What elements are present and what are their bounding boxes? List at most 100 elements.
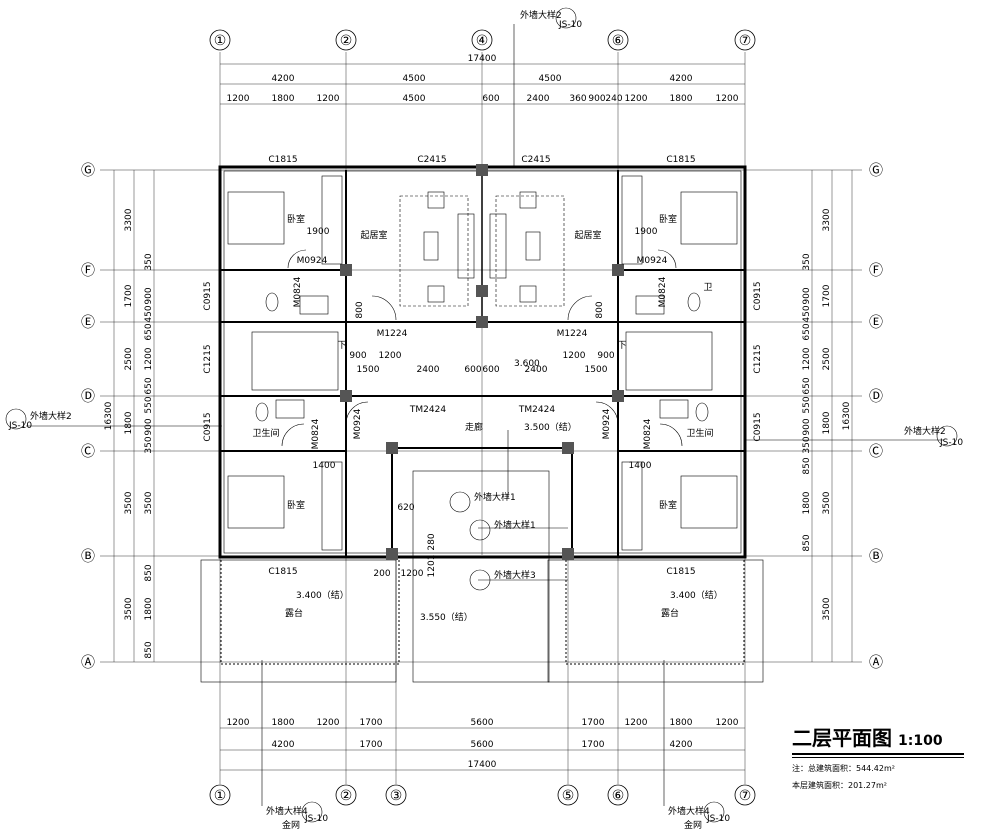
axis-label-1-top: ① xyxy=(214,33,227,49)
stair-down-left: 下 xyxy=(337,341,346,351)
axis-label-2-bottom: ② xyxy=(340,788,353,804)
dim-bottom-small: 1700 xyxy=(582,718,605,728)
columns xyxy=(340,164,624,560)
dim-interior: 600 xyxy=(464,365,481,375)
dim-right-small: 650 xyxy=(802,323,812,340)
callout-bubble xyxy=(469,569,491,591)
callout-bubble xyxy=(936,425,958,447)
dim-right-small: 850 xyxy=(802,457,812,474)
door-swing xyxy=(657,249,677,269)
window-c1215: C1215 xyxy=(753,344,763,373)
title-underline xyxy=(792,753,964,758)
dim-top-small: 240 xyxy=(605,94,622,104)
room-wc-right: 卫生间 xyxy=(686,427,713,439)
column xyxy=(340,264,352,276)
callout-bubble xyxy=(555,7,577,29)
area-note-floor: 本层建筑面积：201.27m² xyxy=(792,781,887,790)
dim-left-small: 350 xyxy=(144,253,154,270)
room-terrace-right: 露台 xyxy=(661,607,679,619)
dim-right-small: 650 xyxy=(802,377,812,394)
axis-bubble xyxy=(385,784,407,806)
living-set-right xyxy=(495,195,565,307)
terrace-left-outline xyxy=(200,559,397,683)
room-wc-left: 卫生间 xyxy=(252,427,279,439)
dim-right-total: 16300 xyxy=(842,401,852,430)
axis-label-1-bottom: ① xyxy=(214,788,227,804)
dim-interior: 1400 xyxy=(629,461,652,471)
axis-bubble xyxy=(335,784,357,806)
wardrobe xyxy=(321,175,343,265)
stair-right xyxy=(625,331,713,391)
room-living-left: 起居室 xyxy=(360,229,387,241)
window-c1215: C1215 xyxy=(203,344,213,373)
living-set-left xyxy=(399,195,469,307)
axis-bubble xyxy=(557,784,579,806)
door-m0824: M0824 xyxy=(643,418,653,449)
column xyxy=(476,164,488,176)
dim-left-small: 900 xyxy=(144,418,154,435)
axis-bubble xyxy=(471,29,493,51)
detail-railing: 金网 xyxy=(282,819,300,831)
room-bedroom-top-left: 卧室 xyxy=(287,213,305,225)
column xyxy=(476,285,488,297)
toilet xyxy=(255,402,269,422)
window-c2415: C2415 xyxy=(521,155,550,165)
sofa-left xyxy=(457,213,475,279)
dim-left-mid: 3500 xyxy=(124,597,134,620)
bed-bottom-left xyxy=(227,475,285,529)
detail-sheet: JS-10 xyxy=(8,421,32,431)
column xyxy=(340,390,352,402)
column xyxy=(612,390,624,402)
detail-label-2: 外墙大样2 xyxy=(520,9,562,21)
detail-sheet: JS-10 xyxy=(304,814,328,824)
armchair xyxy=(519,285,537,303)
door-m0924: M0924 xyxy=(353,408,363,439)
bed-top-right xyxy=(680,191,738,245)
wardrobe xyxy=(621,175,643,265)
dim-interior: 800 xyxy=(355,301,365,318)
column xyxy=(612,264,624,276)
door-tm2424: TM2424 xyxy=(409,405,446,415)
dim-top-small: 600 xyxy=(482,94,499,104)
axis-label-4-top: ④ xyxy=(476,33,489,49)
axis-label-d-left: Ⓓ xyxy=(81,389,95,405)
dim-right-small: 900 xyxy=(802,418,812,435)
axis-label-2-top: ② xyxy=(340,33,353,49)
axis-labels: ① ② ④ ⑥ ⑦ ① ② ③ ⑤ ⑥ ⑦ Ⓖ Ⓕ Ⓔ Ⓓ Ⓒ Ⓑ Ⓐ Ⓖ Ⓕ … xyxy=(81,33,883,804)
dim-bottom-small: 1200 xyxy=(625,718,648,728)
dim-bottom-mid: 4200 xyxy=(670,740,693,750)
column xyxy=(386,442,398,454)
column xyxy=(562,548,574,560)
axis-label-e-right: Ⓔ xyxy=(869,315,883,331)
washbasin xyxy=(659,399,689,419)
dim-right-small: 350 xyxy=(802,436,812,453)
dim-left-mid: 1800 xyxy=(124,411,134,434)
axis-label-e-left: Ⓔ xyxy=(81,315,95,331)
axis-label-d-right: Ⓓ xyxy=(869,389,883,405)
dim-right-small: 350 xyxy=(802,253,812,270)
dim-left-small: 900 xyxy=(144,287,154,304)
door-m0924: M0924 xyxy=(297,256,328,266)
dim-interior: 2400 xyxy=(525,365,548,375)
dim-top-total: 17400 xyxy=(468,54,497,64)
detail-sheet: JS-10 xyxy=(706,814,730,824)
dim-left-mid: 3300 xyxy=(124,208,134,231)
dim-top-small: 1200 xyxy=(317,94,340,104)
door-swing xyxy=(371,295,397,321)
dim-bottom-small: 1200 xyxy=(227,718,250,728)
dim-interior: 620 xyxy=(397,503,414,513)
terrace-right-outline xyxy=(547,559,764,683)
dim-interior: 2400 xyxy=(417,365,440,375)
door-swing xyxy=(595,401,619,425)
door-m0824: M0824 xyxy=(311,418,321,449)
drawing-scale: 1:100 xyxy=(898,733,943,749)
detail-label-1: 外墙大样1 xyxy=(474,491,516,503)
dim-bottom-small: 1800 xyxy=(272,718,295,728)
room-living-right: 起居室 xyxy=(574,229,601,241)
dim-bottom-mid: 1700 xyxy=(582,740,605,750)
window-c0915: C0915 xyxy=(203,412,213,441)
corridor-void xyxy=(412,470,550,683)
detail-railing: 金网 xyxy=(684,819,702,831)
dim-left-small: 3500 xyxy=(144,491,154,514)
